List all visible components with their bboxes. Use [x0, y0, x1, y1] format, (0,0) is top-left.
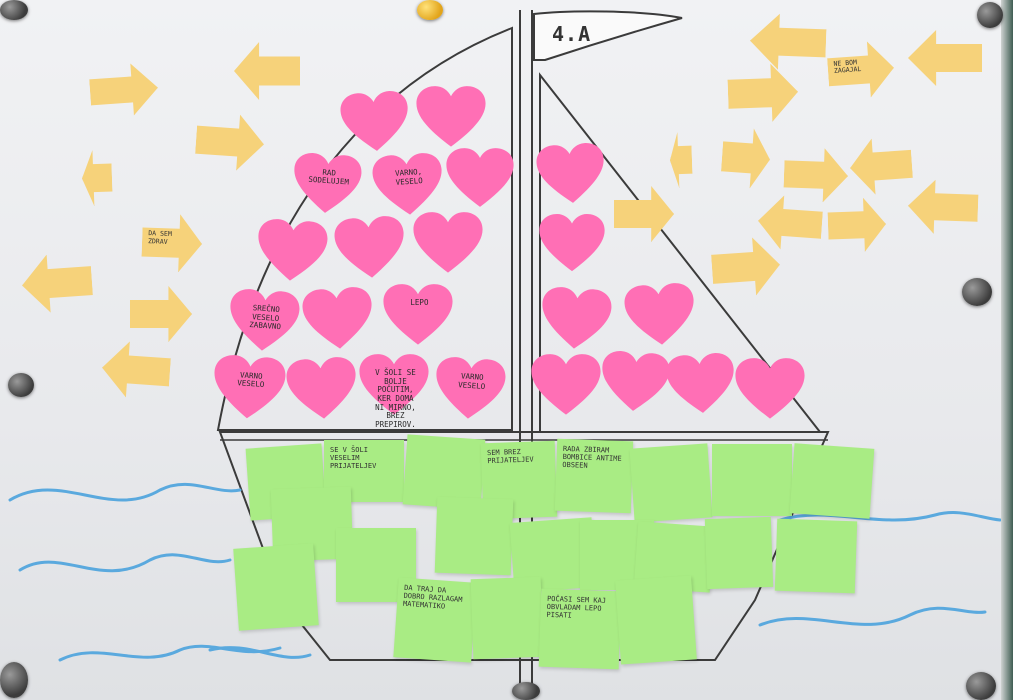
yellow-arrow-note-text: [834, 214, 863, 215]
heart-note: [664, 350, 738, 419]
pushpin-icon: [977, 2, 1003, 28]
yellow-arrow-note-text: NE BOM ZAGAJAL: [833, 58, 862, 76]
pushpin-icon: [962, 278, 992, 306]
yellow-arrow-note-text: [729, 145, 752, 147]
heart-note: [734, 356, 806, 422]
heart-note-text: VARNO VESELO: [236, 370, 265, 390]
pushpin-icon: [966, 672, 996, 700]
green-sticky-note-text: [622, 582, 686, 586]
yellow-arrow-note-text: [936, 196, 972, 197]
heart-note: VARNO, VESELO: [370, 150, 446, 221]
heart-note: [254, 216, 330, 287]
green-sticky-note: [704, 516, 774, 590]
green-sticky-note: [789, 443, 875, 519]
green-sticky-note: [712, 444, 792, 516]
yellow-arrow-note-text: [781, 31, 821, 32]
green-sticky-note: [434, 496, 514, 576]
green-sticky-note: RADA ZBIRAM BOMBICE ANTIME OBSEEN: [554, 438, 634, 514]
heart-note-text: V ŠOLI SE BOLJE POČUTIM, KER DOMA NI MIR…: [375, 368, 416, 429]
heart-note: [598, 348, 672, 417]
heart-note: [415, 84, 487, 150]
green-sticky-note-text: [636, 450, 702, 455]
yellow-arrow-note-text: DA SEM ZDRAV: [147, 229, 172, 246]
green-sticky-note-text: POČASI SEM KAJ OBVLADAM LEPO PISATI: [546, 594, 607, 620]
heart-note-text: VARNO VESELO: [457, 371, 486, 391]
green-sticky-note-text: [711, 523, 765, 525]
green-sticky-note-text: SEM BREZ PRIJATELJEV: [486, 447, 534, 466]
pushpin-icon: [0, 662, 28, 698]
heart-note-text: SREČNO VESELO ZABAVNO: [249, 303, 282, 332]
yellow-arrow-note-text: [734, 81, 770, 82]
yellow-arrow-note-text: [203, 129, 238, 131]
heart-note: [284, 354, 360, 425]
yellow-arrow-note-text: [49, 269, 85, 272]
green-sticky-note-text: [413, 441, 479, 446]
green-sticky-note-text: [477, 583, 535, 585]
yellow-arrow-note-text: [874, 153, 905, 155]
board-frame-edge: [1001, 0, 1013, 700]
green-sticky-note-text: [644, 528, 708, 532]
heart-note: SREČNO VESELO ZABAVNO: [226, 286, 302, 357]
yellow-arrow-note-text: [130, 358, 165, 360]
heart-note: LEPO: [382, 282, 454, 348]
heart-note: VARNO VESELO: [210, 352, 289, 425]
green-sticky-note-text: RADA ZBIRAM BOMBICE ANTIME OBSEEN: [562, 444, 622, 470]
green-sticky-note: POČASI SEM KAJ OBVLADAM LEPO PISATI: [538, 588, 622, 670]
green-sticky-note: [615, 575, 697, 665]
heart-note: [332, 213, 408, 284]
heart-note: [530, 352, 602, 418]
yellow-arrow-note-text: [95, 79, 130, 81]
green-sticky-note: [470, 576, 544, 660]
heart-note-text: LEPO: [410, 298, 429, 308]
green-sticky-note: [233, 543, 319, 631]
pushpin-icon: [417, 0, 443, 20]
pushpin-icon: [512, 682, 540, 700]
heart-note: [338, 88, 412, 157]
flag: [533, 10, 683, 61]
yellow-arrow-note-text: [717, 255, 752, 257]
green-sticky-note-text: [252, 450, 316, 454]
yellow-arrow-note-text: [784, 212, 816, 214]
green-sticky-note: [629, 443, 713, 523]
water-waves: [8, 482, 1002, 662]
green-sticky-note-text: [277, 493, 345, 495]
flag-label: 4.A: [552, 22, 592, 46]
green-sticky-note-text: [516, 524, 586, 529]
green-sticky-note-text: [783, 525, 851, 527]
heart-note: [412, 210, 484, 276]
heart-note: V ŠOLI SE BOLJE POČUTIM, KER DOMA NI MIR…: [358, 352, 430, 429]
heart-note: RAD SODELUJEM: [290, 150, 364, 219]
heart-note: [300, 284, 376, 355]
heart-note: [534, 140, 608, 209]
heart-note: [538, 212, 606, 275]
heart-note: VARNO VESELO: [432, 354, 508, 425]
green-sticky-note-text: DA TRAJ DA DOBRO RAZLAGAM MATEMATIKO: [402, 583, 463, 611]
heart-note-text: VARNO, VESELO: [394, 167, 423, 187]
pushpin-icon: [8, 373, 34, 397]
green-sticky-note-text: SE V ŠOLI VESELIM PRIJATELJEV: [330, 446, 377, 471]
green-sticky-note-text: [800, 450, 868, 455]
heart-note: [445, 146, 515, 210]
heart-note-text: RAD SODELUJEM: [308, 167, 350, 187]
green-sticky-note: DA TRAJ DA DOBRO RAZLAGAM MATEMATIKO: [393, 577, 477, 663]
pushpin-icon: [0, 0, 28, 20]
green-sticky-note-text: [443, 503, 507, 505]
green-sticky-note: [774, 518, 858, 594]
yellow-arrow-note-text: [790, 163, 822, 164]
heart-note: [538, 284, 614, 355]
heart-note: [622, 280, 698, 351]
green-sticky-note-text: [240, 550, 308, 555]
